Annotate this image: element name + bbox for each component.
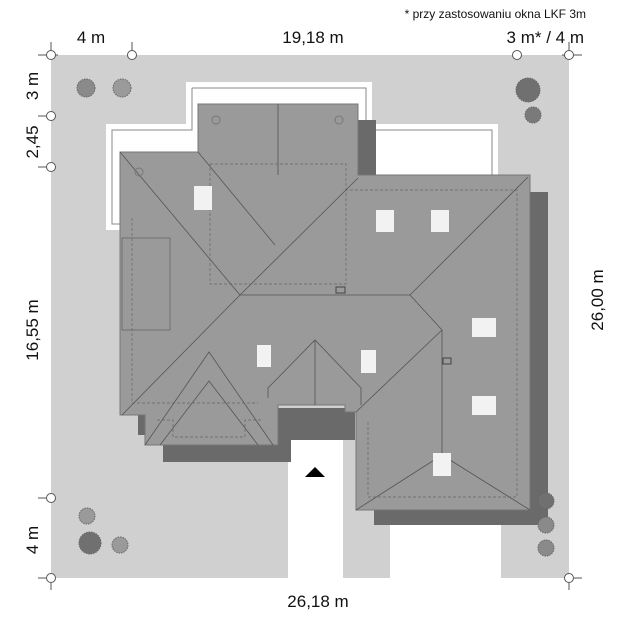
dim-left-bottom: 4 m	[23, 526, 42, 554]
dim-top-middle: 19,18 m	[282, 28, 343, 47]
roof-hatch	[442, 357, 452, 365]
dim-left-second: 2,45	[23, 125, 42, 158]
dim-top-right: 3 m* / 4 m	[507, 28, 584, 47]
roof-window	[472, 318, 496, 337]
tree-icon	[537, 539, 555, 557]
chimney-vent	[134, 167, 144, 177]
roof-window	[472, 396, 496, 415]
dim-right: 26,00 m	[588, 269, 607, 330]
left-gable-panel	[121, 237, 171, 331]
roof-window	[194, 186, 212, 210]
roof	[119, 103, 531, 511]
tree-icon	[524, 106, 542, 124]
roof-window	[433, 453, 451, 476]
roof-window	[257, 345, 271, 367]
driveway	[288, 430, 343, 578]
roof-ridges	[119, 104, 531, 511]
tree-icon	[112, 78, 132, 98]
tree-icon	[111, 536, 129, 554]
roof-window	[376, 210, 394, 232]
dim-bottom: 26,18 m	[287, 592, 348, 611]
note-text: * przy zastosowaniu okna LKF 3m	[405, 7, 586, 21]
dim-left-middle: 16,55 m	[23, 299, 42, 360]
roof-window	[361, 350, 376, 373]
dimension-markers	[38, 42, 582, 590]
tree-icon	[76, 78, 96, 98]
tree-icon	[537, 492, 555, 510]
chimney-vent	[211, 115, 221, 125]
tree-icon	[537, 516, 555, 534]
entrance-arrow-icon	[305, 467, 325, 477]
roof-window	[431, 210, 449, 232]
tree-icon	[515, 77, 541, 103]
roof-hatch	[335, 286, 346, 294]
tree-icon	[78, 507, 96, 525]
roof-windows	[194, 186, 496, 476]
chimney-vent	[334, 115, 344, 125]
dim-left-top: 3 m	[23, 72, 42, 100]
dim-top-left: 4 m	[77, 28, 105, 47]
wall-outline-dashed	[131, 163, 518, 498]
tree-icon	[78, 531, 102, 555]
trees	[76, 77, 555, 557]
